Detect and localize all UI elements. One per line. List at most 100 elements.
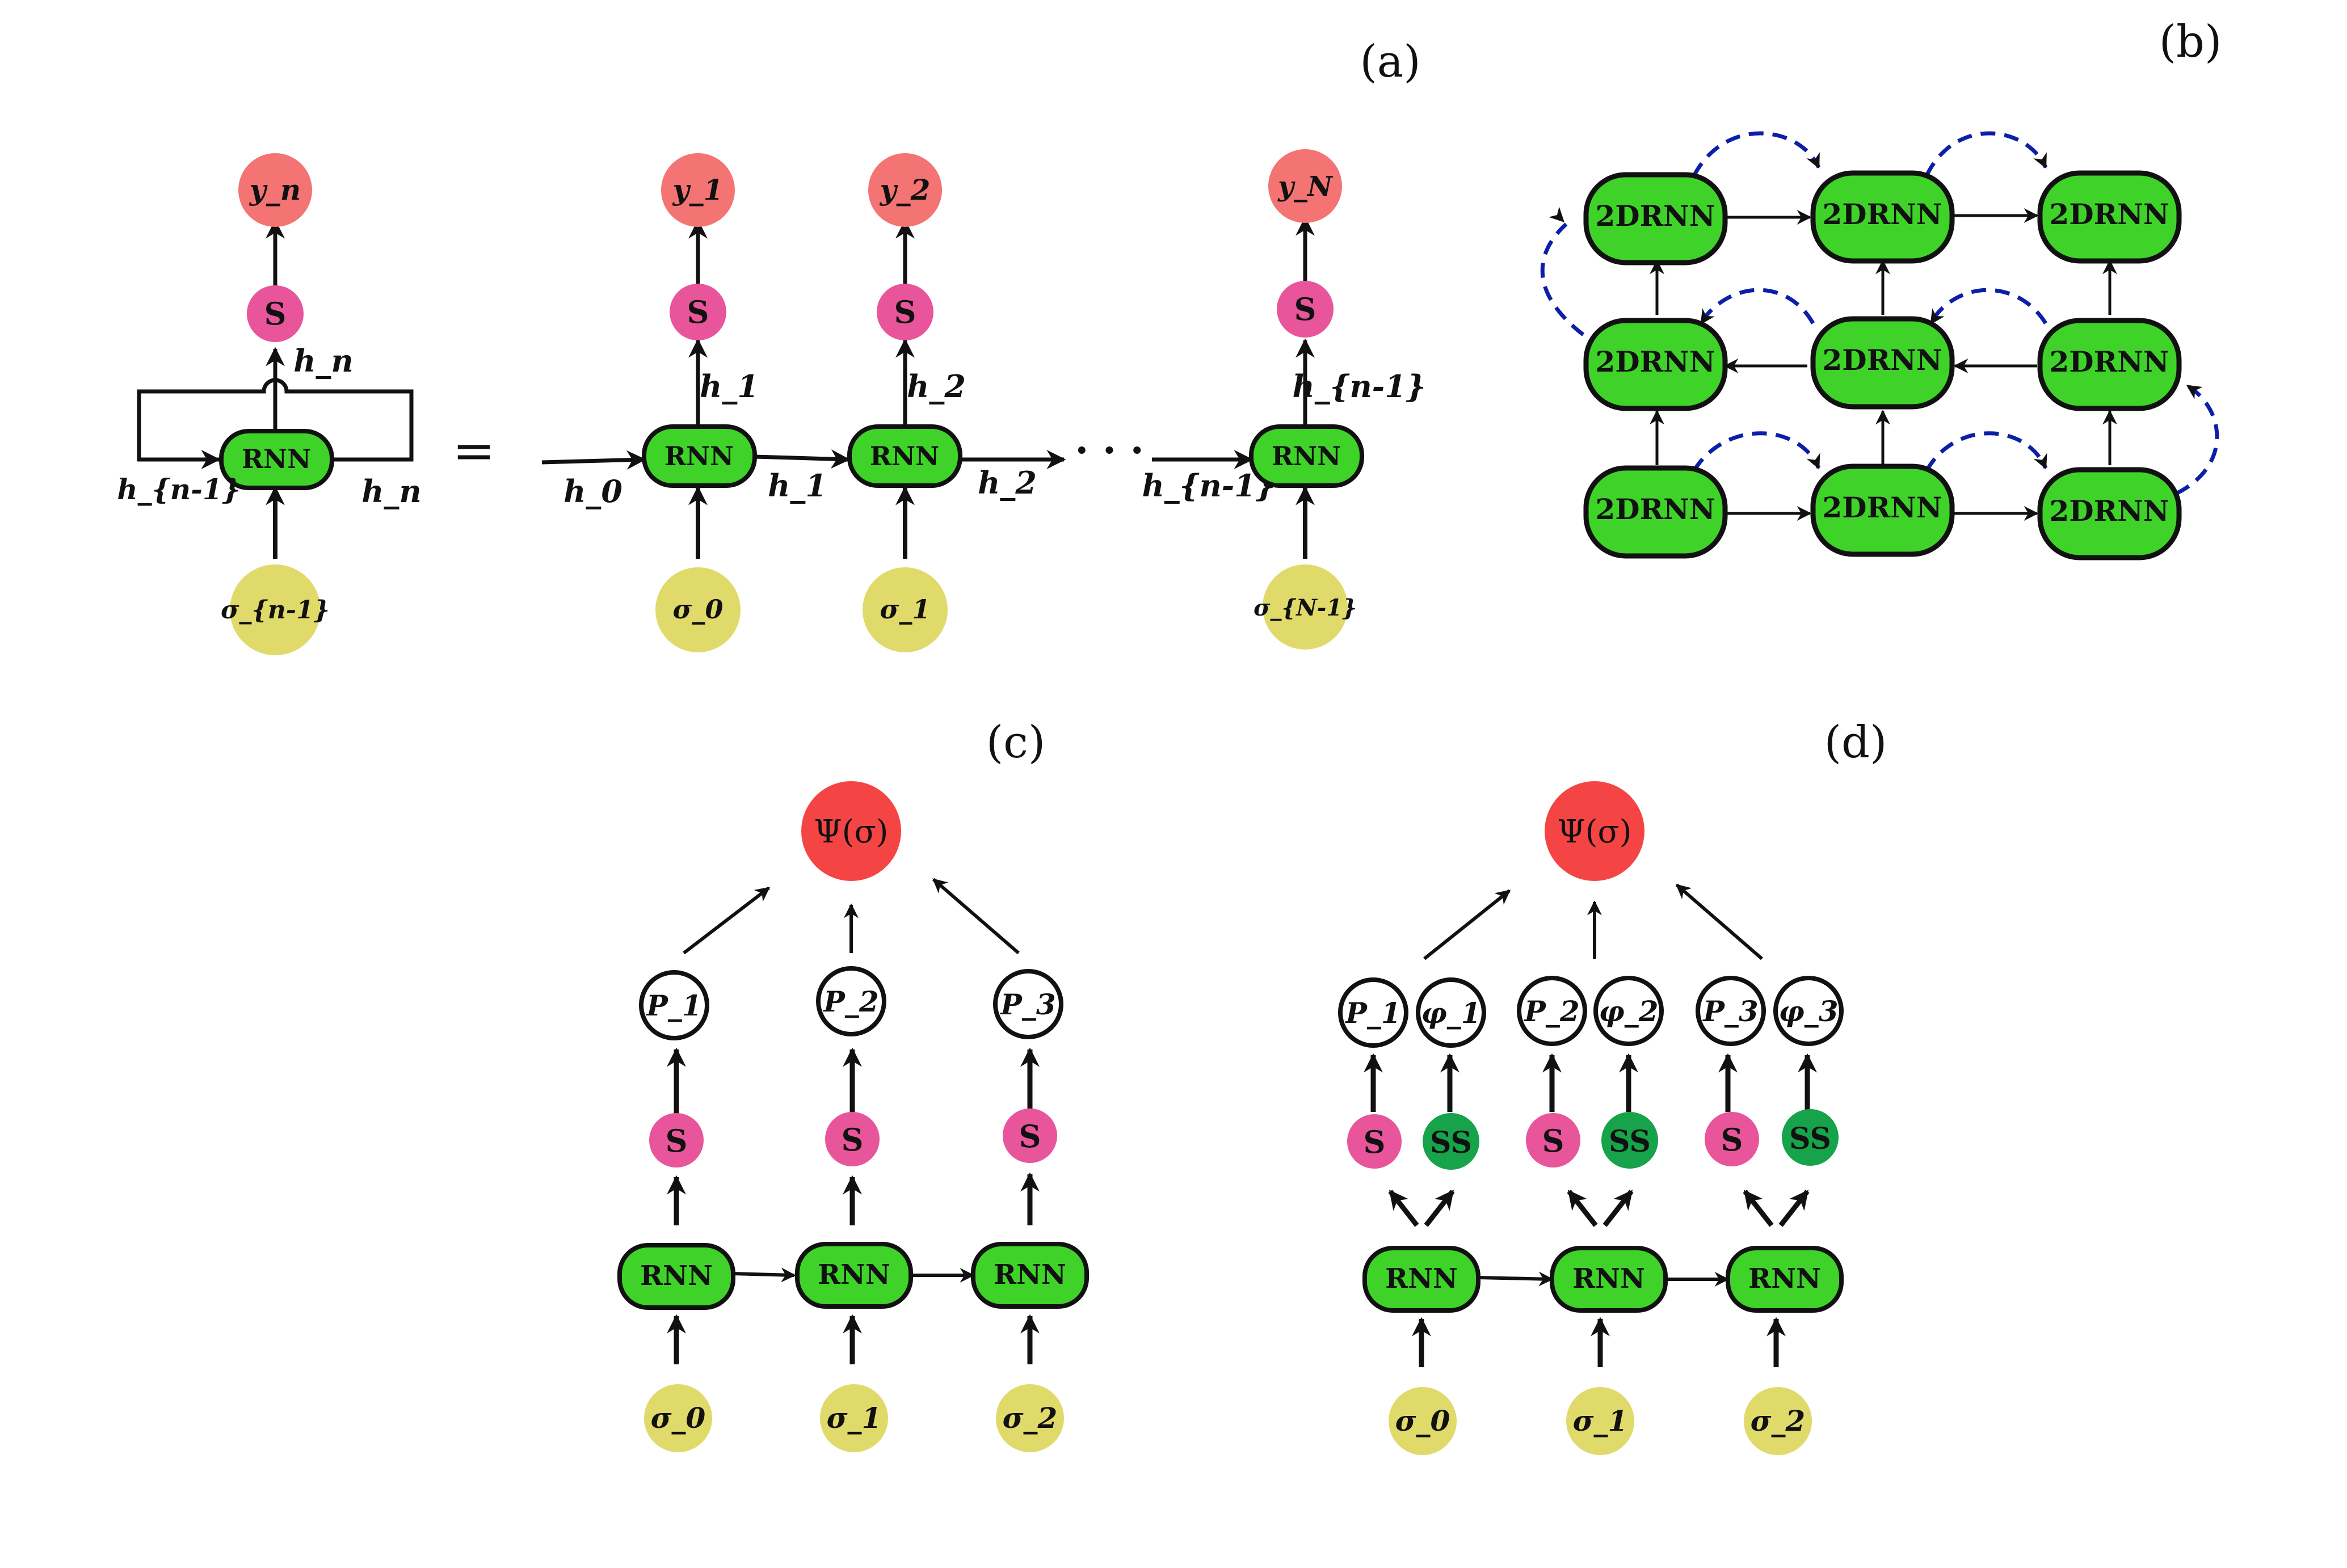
2drnn-label-r3c1: 2DRNN: [1595, 492, 1715, 526]
d-input-label-1: σ_0: [1395, 1404, 1450, 1438]
panel-label-d: (d): [1824, 717, 1887, 768]
c-input-2: [820, 1384, 888, 1452]
panel-label-b: (b): [2159, 16, 2222, 68]
d-phase-label-1: φ_1: [1421, 996, 1480, 1030]
c-input-label-3: σ_2: [1003, 1401, 1058, 1435]
2drnn-cell-r1c1: [1583, 172, 1728, 265]
d-rnn-label-3: RNN: [1748, 1263, 1821, 1295]
2drnn-label-r1c1: 2DRNN: [1595, 199, 1715, 233]
d-softsign-label-1: SS: [1430, 1126, 1472, 1160]
d-softmax-1: [1347, 1114, 1402, 1169]
c-rnn-cell-2: [795, 1242, 913, 1309]
d-prob-node-1: [1338, 977, 1408, 1048]
d-softsign-2: [1601, 1112, 1658, 1169]
c-rnn-label-2: RNN: [818, 1259, 890, 1291]
c-prob-node-2: [816, 966, 886, 1036]
c-input-1: [644, 1384, 712, 1452]
d-rnn-cell-3: [1726, 1246, 1844, 1313]
unrolled-output-2: [868, 153, 942, 227]
d-input-3: [1744, 1387, 1812, 1455]
c-prob-node-3: [993, 969, 1063, 1039]
d-phase-label-3: φ_3: [1778, 994, 1838, 1028]
unrolled-dots: · · ·: [1075, 427, 1144, 474]
psi-node-d: [1545, 781, 1644, 881]
h2-up-label: h_2: [907, 368, 966, 404]
folded-input-label: σ_{n-1}: [221, 596, 330, 625]
unrolled-rnn-cell-2: [847, 424, 962, 488]
c-rnn-cell-1: [617, 1243, 735, 1310]
folded-h-up-label: h_n: [293, 343, 354, 379]
d-input-label-2: σ_1: [1573, 1404, 1628, 1438]
d-prob-node-2: [1517, 976, 1587, 1046]
c-softmax-label-2: S: [842, 1122, 864, 1158]
unrolled-softmax-n: [1277, 281, 1334, 338]
c-prob-label-3: P_3: [999, 988, 1055, 1021]
d-rnn-label-2: RNN: [1572, 1263, 1645, 1295]
folded-softmax-label: S: [264, 296, 287, 332]
unrolled-rnn-label-1: RNN: [664, 441, 734, 471]
d-phase-label-2: φ_2: [1599, 994, 1658, 1028]
2drnn-cell-r3c3: [2037, 467, 2182, 560]
h1-up-label: h_1: [700, 368, 759, 404]
unrolled-rnn-label-n: RNN: [1272, 441, 1341, 471]
2drnn-cell-r2c1: [1583, 318, 1728, 411]
2drnn-label-r2c1: 2DRNN: [1595, 345, 1715, 378]
unrolled-input-label-2: σ_1: [880, 594, 931, 625]
d-prob-label-1: P_1: [1344, 996, 1400, 1030]
unrolled-output-label-n: y_N: [1277, 171, 1334, 203]
d-softsign-3: [1782, 1109, 1839, 1166]
d-prob-label-3: P_3: [1702, 994, 1758, 1028]
folded-h-in-label: h_{n-1}: [117, 473, 241, 506]
d-softsign-1: [1423, 1113, 1479, 1170]
d-phase-node-3: [1773, 976, 1844, 1046]
folded-rnn-cell: [219, 429, 334, 490]
d-prob-node-3: [1696, 976, 1766, 1046]
hn1-left-label: h_{n-1}: [1142, 467, 1276, 504]
d-prob-label-2: P_2: [1523, 994, 1579, 1028]
c-softmax-2: [825, 1112, 880, 1166]
d-softmax-3: [1705, 1112, 1759, 1166]
d-input-2: [1566, 1387, 1634, 1455]
panel-d: Ψ(σ) RNN S SS P_1 φ_1 σ_0 RNN S: [1338, 781, 1844, 1455]
c-rnn-label-3: RNN: [994, 1259, 1066, 1291]
c-softmax-3: [1003, 1108, 1057, 1163]
unrolled-output-label-1: y_1: [672, 173, 724, 206]
panel-c: Ψ(σ) RNN S P_1 σ_0 RNN S P_2 σ_1: [617, 781, 1089, 1452]
d-softmax-label-3: S: [1721, 1122, 1743, 1158]
2drnn-label-r1c3: 2DRNN: [2049, 197, 2169, 231]
d-softmax-2: [1526, 1113, 1580, 1167]
unrolled-softmax-label-1: S: [687, 294, 709, 330]
2drnn-label-r2c2: 2DRNN: [1822, 343, 1942, 377]
2drnn-cell-r2c3: [2037, 318, 2182, 411]
c-softmax-label-1: S: [666, 1123, 688, 1159]
unrolled-softmax-1: [670, 284, 726, 340]
unrolled-output-1: [661, 153, 735, 227]
unrolled-input-label-n: σ_{N-1}: [1254, 595, 1357, 621]
unrolled-softmax-2: [877, 284, 933, 340]
folded-softmax-node: [247, 285, 304, 342]
c-rnn-label-1: RNN: [640, 1260, 713, 1292]
psi-node-c: [801, 781, 901, 881]
psi-label-d: Ψ(σ): [1557, 813, 1631, 850]
hn1-up-label: h_{n-1}: [1293, 368, 1426, 404]
d-softsign-label-2: SS: [1609, 1124, 1651, 1159]
h2-right-label: h_2: [978, 465, 1037, 501]
d-softsign-label-3: SS: [1789, 1122, 1831, 1156]
unrolled-rnn-cell-1: [642, 424, 757, 488]
panel-label-a: (a): [1360, 36, 1420, 87]
d-input-1: [1389, 1387, 1457, 1455]
unrolled-input-1: [655, 567, 741, 652]
unrolled-input-label-1: σ_0: [673, 594, 724, 625]
psi-label-c: Ψ(σ): [814, 813, 888, 850]
c-input-3: [996, 1384, 1064, 1452]
unrolled-input-2: [863, 567, 948, 652]
d-rnn-cell-2: [1550, 1246, 1668, 1313]
panel-a-folded: RNN S y_n σ_{n-1} h_{n-1} h_n h_n: [117, 153, 422, 655]
d-rnn-cell-1: [1362, 1246, 1480, 1313]
folded-h-out-label: h_n: [361, 473, 422, 509]
2drnn-cell-r1c3: [2037, 170, 2182, 264]
c-prob-label-1: P_1: [645, 989, 701, 1022]
panel-label-c: (c): [986, 717, 1046, 768]
equals-sign: =: [452, 421, 495, 480]
